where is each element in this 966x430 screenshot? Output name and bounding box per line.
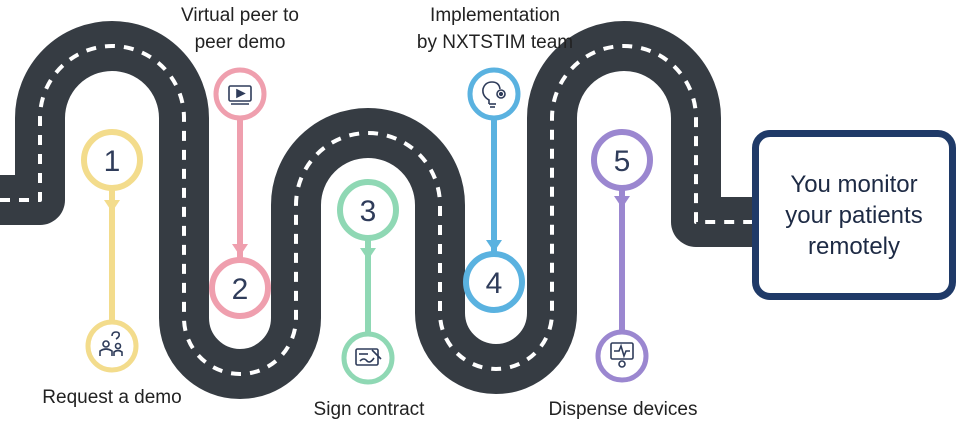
step-2-number: 2: [232, 273, 249, 306]
final-step-box: You monitor your patients remotely: [752, 130, 956, 300]
step-3-marker: 3: [337, 179, 399, 385]
step-4-marker: 4: [463, 67, 525, 313]
person-question-icon: [99, 331, 123, 356]
step-3-label-text: Sign contract: [313, 399, 425, 420]
step-5-marker: 5: [591, 129, 653, 383]
step-2-label-line2: peer demo: [194, 32, 286, 53]
final-step-text: You monitor your patients remotely: [764, 169, 944, 262]
step-1-label-text: Request a demo: [42, 387, 182, 408]
step-5-label: Dispense devices: [530, 396, 716, 423]
contract-signature-icon: [355, 348, 382, 366]
final-line-2: your patients: [785, 201, 923, 229]
video-player-icon: [228, 85, 252, 105]
step-1-label: Request a demo: [28, 384, 196, 411]
step-4-label: Implementation by NXTSTIM team: [402, 2, 588, 56]
final-line-1: You monitor: [790, 170, 918, 198]
step-5-number: 5: [614, 145, 631, 178]
step-3-label: Sign contract: [296, 396, 442, 423]
step-3-number: 3: [360, 195, 377, 228]
lightbulb-gear-icon: [482, 81, 506, 108]
step-4-number: 4: [486, 267, 503, 300]
step-2-marker: 2: [209, 67, 271, 319]
step-1-marker: 1: [81, 129, 143, 373]
device-monitor-icon: [610, 342, 634, 368]
step-4-label-line2: by NXTSTIM team: [416, 32, 574, 53]
step-2-label: Virtual peer to peer demo: [160, 2, 320, 56]
step-5-label-text: Dispense devices: [548, 399, 698, 420]
step-1-number: 1: [104, 145, 121, 178]
step-2-label-line1: Virtual peer to: [181, 5, 299, 26]
step-4-label-line1: Implementation: [430, 5, 560, 26]
final-line-3: remotely: [807, 232, 901, 260]
